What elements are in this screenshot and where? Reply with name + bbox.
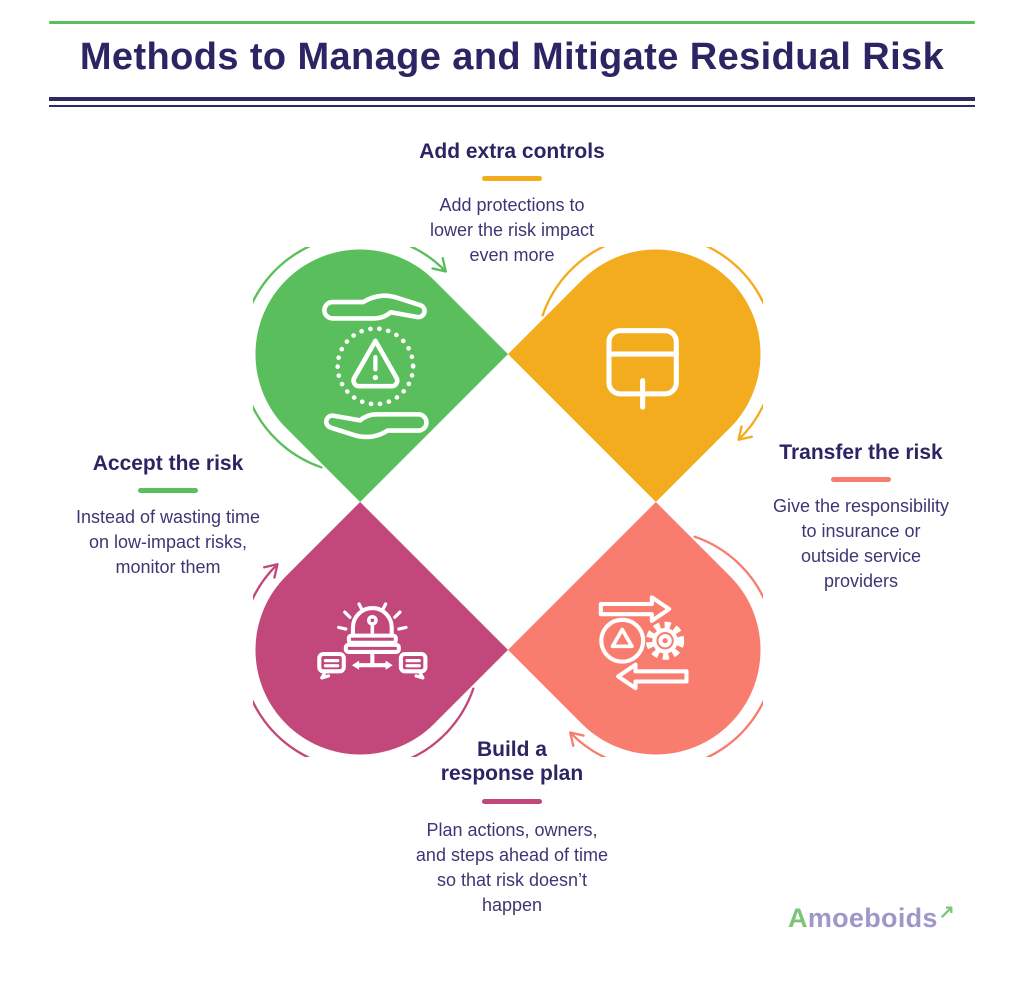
siren-rays xyxy=(337,602,408,631)
siren-chat-icon xyxy=(317,602,428,680)
swap-warning-gear-icon xyxy=(598,595,689,691)
method-description-accept-the-risk: Instead of wasting time on low-impact ri… xyxy=(75,506,261,577)
method-block-build-a-response-plan: Build a response plan Plan actions, owne… xyxy=(332,738,692,918)
method-description-add-extra-controls: Add protections to lower the risk impact… xyxy=(429,194,595,265)
chat-bubble-right xyxy=(398,651,428,674)
gear-body xyxy=(652,627,678,654)
gear-teeth xyxy=(645,621,685,660)
petal-top-right-add-controls xyxy=(508,249,761,502)
method-title-transfer-the-risk: Transfer the risk xyxy=(779,441,943,464)
petal-top-left-accept xyxy=(255,249,508,502)
petal-diagram xyxy=(253,247,763,757)
method-title-build-a-response-plan: Build a response plan xyxy=(440,738,584,785)
connector-arrow-left xyxy=(351,660,360,670)
chat-bubble-left xyxy=(317,651,346,674)
chat-bubble-right-lines xyxy=(405,658,421,668)
petal-bottom-right-transfer xyxy=(508,502,761,755)
hands-warning-icon xyxy=(324,296,426,437)
plus-sign xyxy=(626,378,659,410)
header-accent-rule xyxy=(49,21,975,24)
page-title: Methods to Manage and Mitigate Residual … xyxy=(79,36,945,78)
swap-arrow-right xyxy=(598,595,672,623)
warning-triangle xyxy=(351,338,400,389)
gear-hole xyxy=(658,634,672,648)
method-block-accept-the-risk: Accept the risk Instead of wasting time … xyxy=(26,452,310,580)
method-block-add-extra-controls: Add extra controls Add protections to lo… xyxy=(332,140,692,268)
card-frame xyxy=(606,328,679,397)
petal-bottom-left-response-plan xyxy=(255,502,508,755)
method-divider-add-extra-controls xyxy=(482,176,542,181)
chat-bubble-left-lines xyxy=(323,658,340,668)
chat-bubble-right-tail xyxy=(414,669,425,680)
swap-arrow-left xyxy=(616,662,689,691)
method-description-transfer-the-risk: Give the responsibility to insurance or … xyxy=(772,495,950,591)
warning-circle xyxy=(599,617,646,664)
dotted-circle xyxy=(335,326,416,407)
chat-bubble-left-tail xyxy=(320,669,331,680)
logo-arrow-icon: ↗ xyxy=(938,902,955,923)
siren-dome xyxy=(350,606,394,638)
logo-letter-a: A xyxy=(788,903,808,933)
title-rule-thin xyxy=(49,105,975,107)
method-divider-accept-the-risk xyxy=(138,488,198,493)
exclamation-dot xyxy=(372,374,379,381)
method-block-transfer-the-risk: Transfer the risk Give the responsibilit… xyxy=(719,441,1003,594)
method-divider-transfer-the-risk xyxy=(831,477,891,482)
title-rule-thick xyxy=(49,97,975,101)
warning-triangle-small xyxy=(610,627,634,649)
logo-text: moeboids xyxy=(807,903,938,933)
card-plus-icon xyxy=(606,328,679,410)
method-title-add-extra-controls: Add extra controls xyxy=(419,140,605,163)
amoeboids-logo: Amoeboids↗ xyxy=(788,902,998,934)
method-description-build-a-response-plan: Plan actions, owners, and steps ahead of… xyxy=(415,819,609,915)
method-divider-build-a-response-plan xyxy=(482,799,542,804)
connector-arrow-right xyxy=(385,660,393,670)
method-title-accept-the-risk: Accept the risk xyxy=(92,452,244,475)
